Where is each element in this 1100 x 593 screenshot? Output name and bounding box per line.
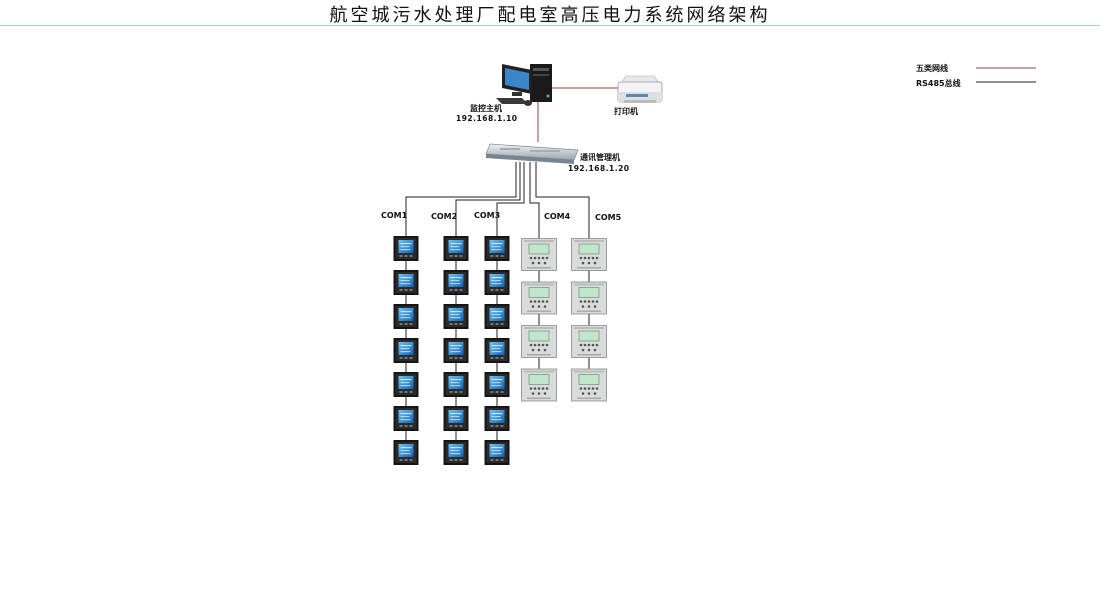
host-ip: 192.168.1.10 [456,114,518,123]
legend-label-rs485: RS485总线 [916,78,961,88]
protection-relay-icon [571,325,607,358]
bus-route-com1 [405,162,517,236]
printer-name: 打印机 [614,106,638,116]
power-meter-icon [443,440,469,465]
protection-relay-icon [571,238,607,271]
protection-relay-icon [521,325,557,358]
power-meter-icon [484,236,510,261]
bus-route-com4 [529,162,540,238]
power-meter-icon [443,338,469,363]
bus-route-com5 [535,162,590,238]
title-bar: 航空城污水处理厂配电室高压电力系统网络架构 [0,0,1100,26]
power-meter-icon [393,236,419,261]
bus-label-com4: COM4 [544,212,571,221]
power-meter-icon [484,440,510,465]
bus-route-com2 [455,162,521,236]
bus-label-com3: COM3 [474,211,500,220]
power-meter-icon [443,304,469,329]
power-meter-icon [484,304,510,329]
power-meter-icon [484,270,510,295]
gateway-icon [485,143,579,164]
bus-label-com1: COM1 [381,211,408,220]
power-meter-icon [443,270,469,295]
monitoring-host-icon [496,64,552,106]
power-meter-icon [484,338,510,363]
protection-relay-icon [571,368,607,402]
power-meter-icon [393,406,419,431]
device-columns [393,236,607,465]
page-title: 航空城污水处理厂配电室高压电力系统网络架构 [329,5,771,26]
power-meter-icon [443,236,469,261]
protection-relay-icon [571,281,607,315]
power-meter-icon [393,440,419,465]
power-meter-icon [393,338,419,363]
power-meter-icon [443,406,469,431]
bus-label-com5: COM5 [595,213,622,222]
host-name: 监控主机 [470,103,502,113]
power-meter-icon [443,372,469,397]
legend: 五类网线 RS485总线 [916,63,1036,88]
protection-relay-icon [521,238,557,271]
power-meter-icon [393,304,419,329]
power-meter-icon [393,270,419,295]
gateway-ip: 192.168.1.20 [568,164,630,173]
gateway-name: 通讯管理机 [580,152,620,162]
power-meter-icon [484,372,510,397]
power-meter-icon [393,372,419,397]
protection-relay-icon [521,368,557,402]
legend-label-cat5: 五类网线 [916,63,948,73]
power-meter-icon [484,406,510,431]
printer-icon [617,75,663,103]
protection-relay-icon [521,281,557,315]
rs485-bus-routes [405,162,590,238]
bus-label-com2: COM2 [431,212,457,221]
bus-route-com3 [496,162,525,236]
